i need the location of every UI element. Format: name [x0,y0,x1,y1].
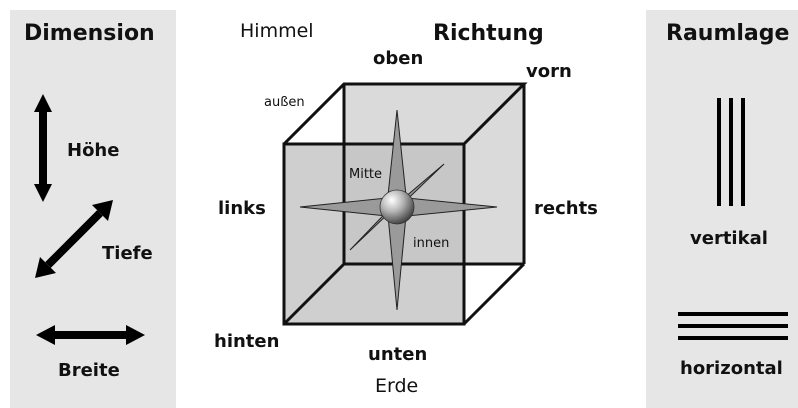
width-arrow-icon [36,325,145,345]
spatial-position-title: Raumlage [666,23,789,45]
depth-arrow-icon [35,200,113,278]
inside-label: innen [413,237,449,250]
horizontal-label: horizontal [680,360,783,378]
up-label: oben [373,50,423,68]
left-label: links [218,200,266,218]
down-label: unten [368,346,427,364]
center-sphere-icon [380,190,414,224]
back-label: hinten [214,333,279,351]
right-label: rechts [534,200,598,218]
vertical-lines-icon [719,98,743,206]
vertical-label: vertikal [690,230,768,248]
sky-label: Himmel [240,22,314,41]
width-label: Breite [58,362,120,380]
dimension-title: Dimension [24,23,155,45]
horizontal-lines-icon [678,314,788,338]
earth-label: Erde [375,377,418,396]
front-label: vorn [526,63,572,81]
direction-title: Richtung [433,23,544,45]
center-label: Mitte [349,168,382,181]
outside-label: außen [264,96,305,109]
height-label: Höhe [67,142,119,160]
depth-label: Tiefe [102,245,153,263]
height-arrow-icon [34,94,52,202]
